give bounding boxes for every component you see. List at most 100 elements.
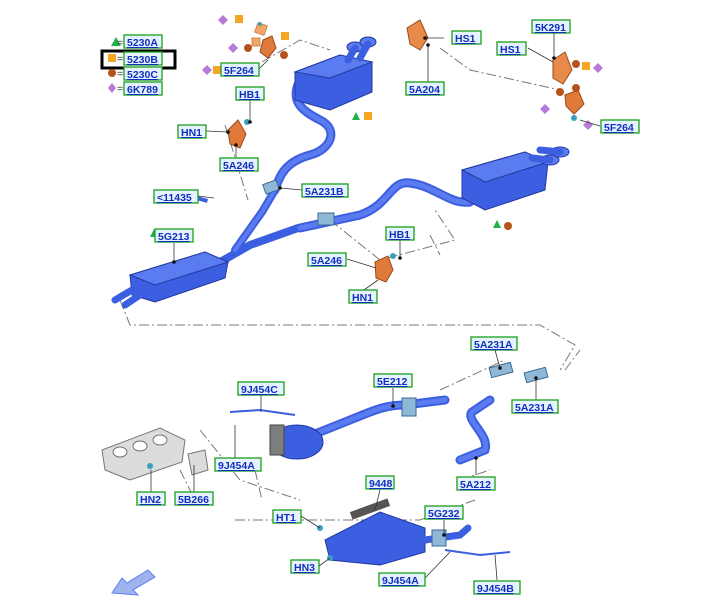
callout-text: 5E212 [377,376,408,388]
brown-circle-icon [572,60,580,68]
brown-circle-icon [572,84,580,92]
callout-5g232[interactable]: 5G232 [424,505,464,520]
callout-text: HN2 [140,494,161,506]
callout-text: 5A204 [409,84,440,96]
callout-5a231a[interactable]: 5A231A [511,399,559,414]
purple-diamond-icon [218,15,228,25]
callout-text: 9448 [369,478,393,490]
callout-text: HN1 [352,292,373,304]
callout-5k291[interactable]: 5K291 [531,19,571,34]
right-upper-brackets [374,51,585,283]
callout-box [600,119,640,134]
brown-circle-icon [108,69,116,77]
purple-diamond-icon [593,63,603,73]
orange-square-icon [582,62,590,70]
callout-box [290,559,320,574]
callout-text: HT1 [276,512,296,524]
callout-box [511,399,559,414]
callout-box [214,457,262,472]
legend-item-6k789[interactable]: = 6K789 [108,81,163,96]
right-muffler-assembly[interactable] [295,146,570,233]
callout-box [301,183,349,198]
legend-item-5230c[interactable]: = 5230C [108,66,163,81]
callout-text: HN3 [294,562,315,574]
callout-box [177,124,207,139]
orange-square-icon [281,32,289,40]
callout-hb1[interactable]: HB1 [235,86,265,101]
callout-box [136,491,166,506]
callout-box [378,572,426,587]
callout-box [424,505,464,520]
callout-box [348,289,378,304]
legend-code: 5230C [127,69,158,81]
callout-9j454a[interactable]: 9J454A [214,457,262,472]
purple-diamond-icon [583,120,593,130]
callout-text: 5A231A [474,339,513,351]
callout-hn1[interactable]: HN1 [177,124,207,139]
catalytic-converter-right[interactable] [317,498,511,566]
callout-5f264[interactable]: 5F264 [220,62,260,77]
left-muffler-assembly[interactable] [270,36,377,195]
legend-item-5230a[interactable]: = 5230A [111,34,163,49]
purple-diamond-icon [228,43,238,53]
callout-5f264[interactable]: 5F264 [600,119,640,134]
callout-text: 5G213 [158,231,190,243]
callout-text: HS1 [455,33,476,45]
callout-labels: HS1 5A204 5F264 HB1 HN1 5A246 <11435 5A2… [136,19,640,595]
callout-text: HB1 [389,229,410,241]
callout-box [531,19,571,34]
rear-pipe-right[interactable] [455,361,549,465]
callout-9j454b[interactable]: 9J454B [473,580,521,595]
callout-text: 5F264 [224,65,254,77]
callout-text: 5A246 [311,255,342,267]
orange-square-icon [108,54,116,62]
callout-box [473,580,521,595]
callout-5a231a[interactable]: 5A231A [470,336,518,351]
legend-item-5230b[interactable]: = 5230B [108,51,163,66]
callout-hs1[interactable]: HS1 [496,41,527,56]
callout-5a246[interactable]: 5A246 [219,157,259,172]
catalytic-converter-left[interactable] [229,395,450,460]
callout-5a212[interactable]: 5A212 [456,476,496,491]
callout-5a246[interactable]: 5A246 [307,252,347,267]
callout-box [470,336,518,351]
exhaust-manifold-left[interactable] [101,427,209,481]
callout-9j454c[interactable]: 9J454C [237,381,285,396]
callout-box [456,476,496,491]
orange-square-icon [213,66,221,74]
brown-circle-icon [504,222,512,230]
legend-eq: = [117,37,123,49]
brown-circle-icon [280,51,288,59]
callout-11435[interactable]: <11435 [153,189,199,204]
callout-box [235,86,265,101]
callout-box [272,509,302,524]
callout-hs1[interactable]: HS1 [451,30,482,45]
green-triangle-icon [352,112,360,120]
callout-box [307,252,347,267]
callout-hn1[interactable]: HN1 [348,289,378,304]
callout-hn2[interactable]: HN2 [136,491,166,506]
callout-hb1[interactable]: HB1 [385,226,415,241]
callout-text: 5G232 [428,508,460,520]
purple-diamond-icon [108,83,116,93]
callout-9448[interactable]: 9448 [365,475,395,490]
callout-box [373,373,413,388]
callout-text: 9J454B [477,583,514,595]
callout-5g213[interactable]: 5G213 [154,228,194,243]
callout-box [154,228,194,243]
orange-square-icon [364,112,372,120]
legend: = 5230A = 5230B = 5230C = 6K789 [100,34,177,96]
callout-ht1[interactable]: HT1 [272,509,302,524]
callout-5a231b[interactable]: 5A231B [301,183,349,198]
callout-box [237,381,285,396]
callout-box [174,491,214,506]
callout-5e212[interactable]: 5E212 [373,373,413,388]
callout-9j454a[interactable]: 9J454A [378,572,426,587]
front-resonator-assembly[interactable] [111,179,302,309]
callout-text: 5K291 [535,22,566,34]
callout-hn3[interactable]: HN3 [290,559,320,574]
callout-5a204[interactable]: 5A204 [405,81,445,96]
callout-5b266[interactable]: 5B266 [174,491,214,506]
callout-text: 5F264 [604,122,634,134]
